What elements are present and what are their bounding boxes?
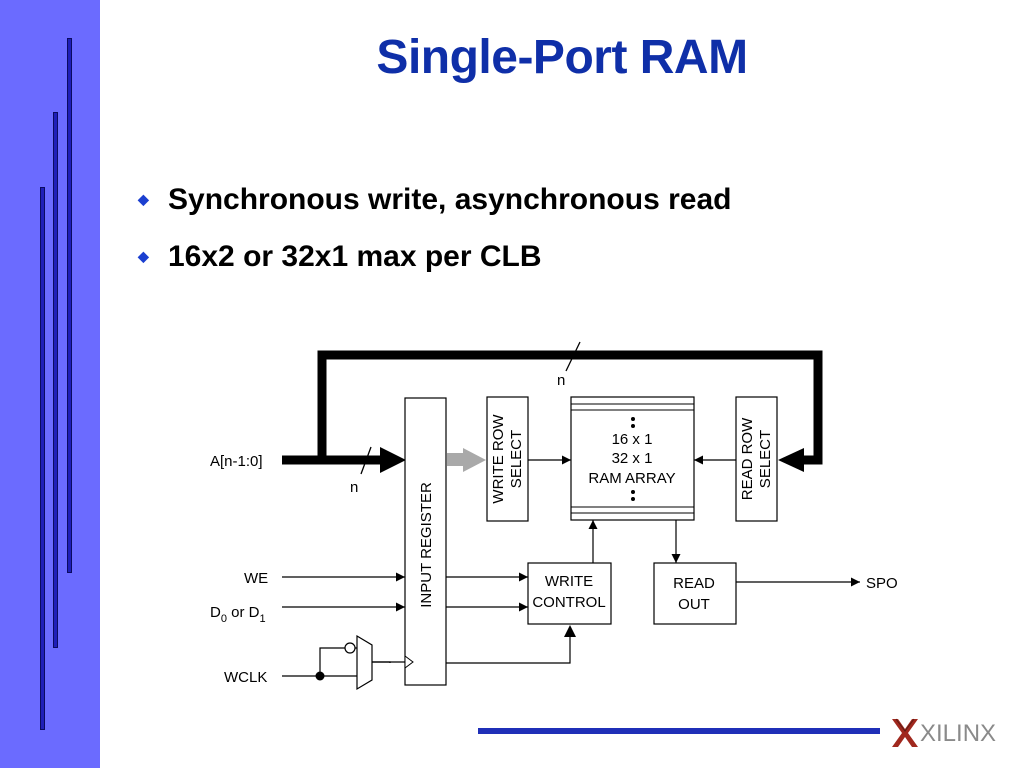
decor-bar-3: [40, 187, 45, 730]
bullet-text: Synchronous write, asynchronous read: [168, 183, 732, 216]
read-row-select-line1: READ ROW: [739, 417, 756, 500]
write-row-select-box: [486, 396, 529, 522]
wclk-label: WCLK: [224, 669, 267, 686]
slide-title: Single-Port RAM: [376, 31, 748, 84]
input-register-box: [404, 397, 447, 686]
clock-mux: [356, 634, 373, 691]
ram-block-diagram: n n INPUT REGISTER WRITE ROW SELECT 16 x…: [210, 341, 898, 691]
ellipsis-dot: [631, 490, 635, 494]
data-label: D0 or D1: [210, 604, 266, 625]
input-register-label: INPUT REGISTER: [418, 482, 435, 608]
ram-array-size-2: 32 x 1: [612, 450, 653, 467]
read-row-select-line2: SELECT: [757, 430, 774, 488]
footer-line: [478, 728, 880, 734]
read-out-line1: READ: [673, 575, 715, 592]
bus-arrow-read-row: [778, 448, 804, 472]
write-row-select-line2: SELECT: [508, 430, 525, 488]
ellipsis-dot: [631, 424, 635, 428]
address-label: A[n-1:0]: [210, 453, 263, 470]
bus-slash: [360, 446, 372, 475]
side-band: [0, 0, 100, 768]
clock-input-triangle: [404, 655, 414, 669]
bullet-text: 16x2 or 32x1 max per CLB: [168, 240, 542, 273]
ellipsis-dot: [631, 497, 635, 501]
write-row-select-line1: WRITE ROW: [490, 414, 507, 504]
bus-width-label: n: [557, 372, 565, 389]
bus-slash: [565, 341, 581, 372]
diamond-bullet-icon: ◆: [138, 248, 149, 264]
we-label: WE: [244, 570, 268, 587]
decor-bar-1: [67, 38, 72, 573]
logo-text: XILINX: [920, 720, 997, 747]
inverter-bubble: [344, 642, 356, 654]
clock-to-write-control: [372, 637, 571, 664]
xilinx-logo: XILINX: [890, 715, 1002, 751]
address-feedback-bus: [317, 350, 823, 465]
grey-bus-arrow: [463, 448, 486, 472]
write-control-box: [527, 562, 612, 625]
diamond-bullet-icon: ◆: [138, 191, 149, 207]
bus-arrow-input-register: [380, 447, 406, 473]
read-row-select-box: [735, 396, 778, 522]
write-control-line2: CONTROL: [532, 594, 605, 611]
read-out-line2: OUT: [678, 596, 710, 613]
spo-label: SPO: [866, 575, 898, 592]
ellipsis-dot: [631, 417, 635, 421]
ram-array-size-1: 16 x 1: [612, 431, 653, 448]
decor-bar-2: [53, 112, 58, 648]
bullet-item: ◆ Synchronous write, asynchronous read: [138, 183, 731, 217]
bus-width-label: n: [350, 479, 358, 496]
xilinx-x-logo-icon: [892, 718, 918, 747]
bullet-item: ◆ 16x2 or 32x1 max per CLB: [138, 240, 542, 274]
grey-bus: [447, 453, 465, 466]
clock-arrow-write-control: [564, 625, 576, 637]
read-out-box: [653, 562, 737, 625]
write-control-line1: WRITE: [545, 573, 593, 590]
ram-array-label: RAM ARRAY: [588, 470, 675, 487]
